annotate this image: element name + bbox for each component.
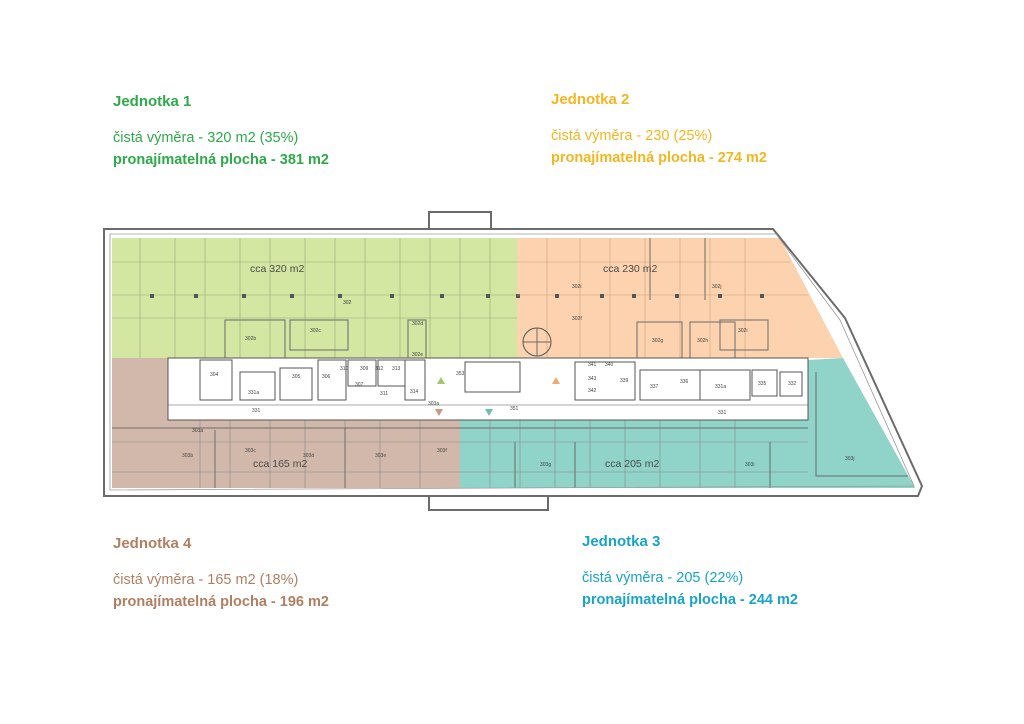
unit-1-net-area: čistá výměra - 320 m2 (35%) [113, 130, 299, 146]
room-number: 342 [588, 388, 597, 394]
room-number: 302g [652, 338, 663, 344]
room-number: 310 [340, 366, 349, 372]
unit-2-title: Jednotka 2 [551, 91, 630, 108]
unit-2-legend: Jednotka 2 čistá výměra - 230 (25%) pron… [551, 92, 767, 165]
outer-walls [103, 211, 924, 511]
room-number: 332 [788, 381, 797, 387]
room-number: 337 [650, 384, 659, 390]
room-number: 312 [375, 366, 384, 372]
room-number: 335 [758, 381, 767, 387]
unit-4-zone[interactable] [112, 358, 460, 488]
room-number: 309 [360, 366, 369, 372]
unit-3-plan-label: cca 205 m2 [605, 458, 659, 470]
unit-3-net-area: čistá výměra - 205 (22%) [582, 570, 744, 586]
room-number: 302d [412, 321, 423, 327]
room-number: 303f [437, 448, 447, 454]
room-number: 307 [355, 382, 364, 388]
unit-1-plan-label: cca 320 m2 [250, 263, 304, 275]
room-number: 302j [712, 284, 721, 290]
unit-2-grid [517, 238, 808, 358]
room-number: 303e [375, 453, 386, 459]
room-number: 331 [252, 408, 261, 414]
room-number: 341 [588, 362, 597, 368]
room-number: 311 [380, 391, 388, 397]
unit-3-4-grid [112, 420, 808, 488]
room-number: 302i [572, 284, 581, 290]
room-number: 331a [715, 384, 726, 390]
room-numbers: 302 302c 302b 302d 302e 302i 302f 302g 3… [182, 284, 854, 468]
unit-3-legend: Jednotka 3 čistá výměra - 205 (22%) pron… [582, 534, 798, 607]
room-number: 340 [605, 362, 614, 368]
room-number: 303i [745, 462, 754, 468]
unit-3-4-rooms [112, 372, 908, 488]
room-number: 343 [588, 376, 597, 382]
wall-inner [109, 233, 915, 491]
unit-2-columns [555, 294, 764, 298]
room-number: 314 [410, 389, 419, 395]
room-number: 331a [248, 390, 259, 396]
room-number: 303b [182, 453, 193, 459]
room-number: 304 [210, 372, 219, 378]
unit-4-legend: Jednotka 4 čistá výměra - 165 m2 (18%) p… [113, 536, 329, 609]
room-number: 302h [697, 338, 708, 344]
room-number: 302b [245, 336, 256, 342]
room-number: 303a [192, 428, 203, 434]
unit-2-rentable-area: pronajímatelná plocha - 274 m2 [551, 149, 767, 166]
room-number: 339 [620, 378, 629, 384]
core-triangles [435, 377, 560, 416]
unit-4-title: Jednotka 4 [113, 535, 192, 552]
room-number: 302i [738, 328, 747, 334]
unit-3-rentable-area: pronajímatelná plocha - 244 m2 [582, 591, 798, 608]
unit-1-legend: Jednotka 1 čistá výměra - 320 m2 (35%) p… [113, 94, 329, 167]
room-number: 305 [292, 374, 301, 380]
service-core [167, 357, 809, 421]
room-number: 303a [428, 401, 439, 407]
unit-4-plan-label: cca 165 m2 [253, 458, 307, 470]
room-number: 331 [718, 410, 727, 416]
unit-1-zone[interactable] [112, 238, 517, 358]
room-number: 302f [572, 316, 582, 322]
unit-4-net-area: čistá výměra - 165 m2 (18%) [113, 572, 299, 588]
room-number: 351 [510, 406, 519, 412]
unit-2-net-area: čistá výměra - 230 (25%) [551, 128, 713, 144]
room-number: 303g [540, 462, 551, 468]
room-number: 303j [845, 456, 854, 462]
room-number: 302c [310, 328, 321, 334]
room-number: 313 [392, 366, 401, 372]
unit-1-columns [150, 294, 520, 298]
room-number: 303d [303, 453, 314, 459]
room-number: 336 [680, 379, 689, 385]
room-number: 303c [245, 448, 256, 454]
unit-1-rentable-area: pronajímatelná plocha - 381 m2 [113, 151, 329, 168]
unit-3-title: Jednotka 3 [582, 533, 661, 550]
unit-4-rentable-area: pronajímatelná plocha - 196 m2 [113, 593, 329, 610]
unit-2-plan-label: cca 230 m2 [603, 263, 657, 275]
unit-1-title: Jednotka 1 [113, 93, 192, 110]
room-number: 302 [343, 300, 352, 306]
room-number: 302e [412, 352, 423, 358]
room-number: 306 [322, 374, 331, 380]
unit-1-grid [112, 238, 517, 358]
unit-3-zone[interactable] [460, 358, 915, 488]
room-number: 353 [456, 371, 465, 377]
